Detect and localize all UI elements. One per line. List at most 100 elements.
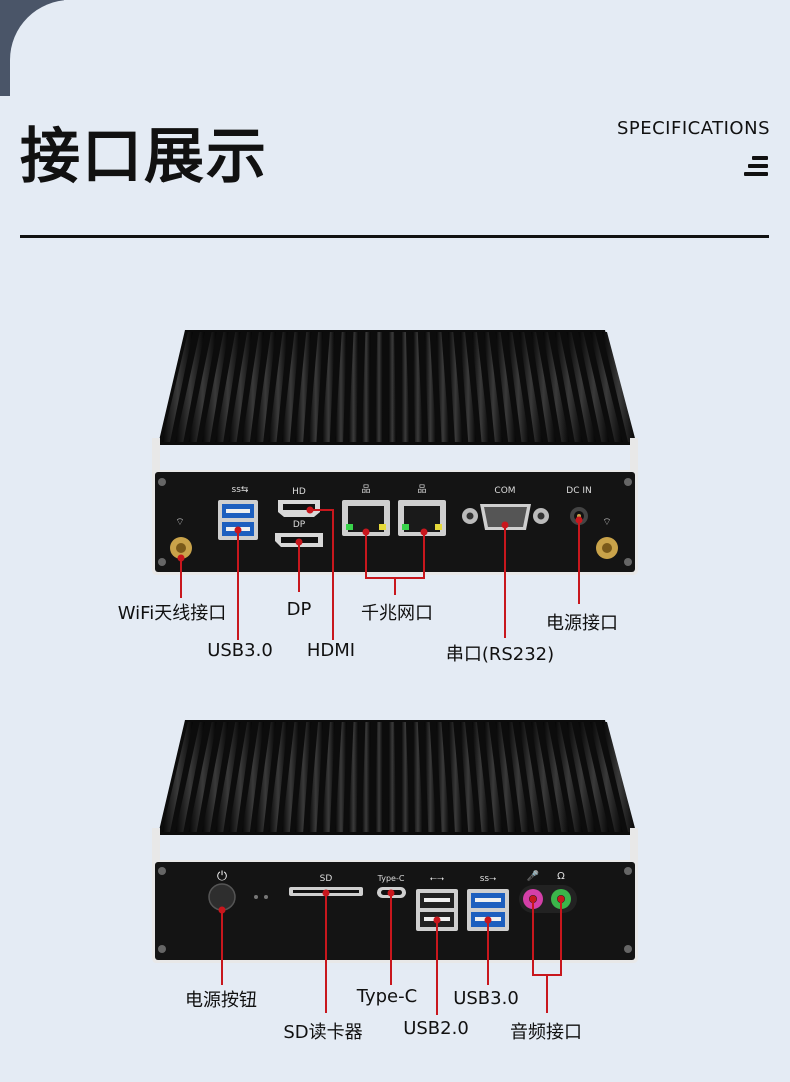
heatsink-fin bbox=[400, 722, 410, 832]
heatsink-fin bbox=[228, 722, 253, 832]
heatsink-fin bbox=[361, 722, 371, 832]
heatsink-fin bbox=[602, 332, 636, 442]
rear-com-port: COM bbox=[462, 486, 549, 530]
page-title: 接口展示 bbox=[20, 122, 268, 192]
label-rear-usb30: USB3.0 bbox=[207, 640, 273, 661]
rear-usb-mark: ss⇆ bbox=[232, 485, 249, 495]
svg-text:🎤: 🎤 bbox=[527, 869, 540, 882]
heatsink-fin bbox=[412, 722, 423, 832]
heatsink-fin bbox=[507, 722, 530, 832]
heatsink-fin bbox=[241, 722, 264, 832]
menu-icon[interactable] bbox=[744, 156, 768, 178]
heatsink-fin bbox=[215, 332, 241, 442]
heatsink-fin bbox=[201, 722, 229, 832]
heatsink-fin bbox=[460, 332, 477, 442]
heatsink-fin bbox=[188, 722, 217, 832]
heatsink-fin bbox=[321, 332, 335, 442]
hdmi-mark: HD bbox=[292, 487, 306, 497]
heatsink-fin bbox=[255, 722, 276, 832]
heatsink-fin bbox=[335, 722, 347, 832]
heatsink-fin bbox=[175, 332, 205, 442]
heatsink-fin bbox=[519, 722, 543, 832]
heatsink-fin bbox=[295, 332, 312, 442]
wifi-antenna-right: ⌔ bbox=[596, 517, 618, 559]
heatsink-fin bbox=[542, 332, 570, 442]
label-audio: 音频接口 bbox=[510, 1022, 582, 1043]
heatsink-fin bbox=[188, 332, 217, 442]
heatsink-fin bbox=[268, 722, 288, 832]
sd-mark: SD bbox=[320, 874, 333, 884]
label-dp: DP bbox=[286, 599, 312, 620]
heatsink-fin bbox=[495, 332, 517, 442]
rear-chassis bbox=[152, 438, 638, 575]
heatsink-fin bbox=[460, 722, 477, 832]
heatsink-fin bbox=[495, 722, 517, 832]
label-front-usb30: USB3.0 bbox=[453, 988, 519, 1009]
heatsink-fin bbox=[335, 332, 347, 442]
svg-text:品: 品 bbox=[417, 484, 426, 495]
title-divider bbox=[20, 235, 769, 238]
label-usb20: USB2.0 bbox=[403, 1018, 469, 1039]
heatsink-fin bbox=[400, 332, 410, 442]
svg-text:⭠⭢: ⭠⭢ bbox=[430, 874, 444, 884]
heatsink-fin bbox=[255, 332, 276, 442]
heatsink-fin bbox=[578, 722, 610, 832]
dp-mark: DP bbox=[293, 520, 306, 530]
label-typec: Type-C bbox=[356, 986, 418, 1007]
heatsink-fin bbox=[448, 332, 463, 442]
heatsink-fin bbox=[590, 332, 623, 442]
heatsink-fin bbox=[375, 722, 384, 832]
heatsink-fin bbox=[542, 722, 570, 832]
heatsink-fin bbox=[388, 722, 397, 832]
heatsink-fin bbox=[175, 722, 205, 832]
svg-text:⌔: ⌔ bbox=[175, 517, 184, 528]
com-mark: COM bbox=[494, 486, 515, 496]
rear-lan-port-1: 品 bbox=[342, 484, 390, 536]
label-wifi: WiFi天线接口 bbox=[117, 603, 227, 624]
heatsink-fin bbox=[412, 332, 423, 442]
heatsink-fin bbox=[424, 722, 437, 832]
heatsink-fin bbox=[162, 332, 193, 442]
page-subtitle: SPECIFICATIONS bbox=[616, 118, 770, 139]
dcin-mark: DC IN bbox=[566, 486, 591, 496]
heatsink-fin bbox=[295, 722, 312, 832]
heatsink-fin bbox=[483, 332, 503, 442]
wifi-antenna-left: ⌔ bbox=[170, 517, 192, 559]
heatsink-fin bbox=[436, 332, 450, 442]
front-typec-port: Type-C bbox=[377, 874, 406, 898]
typec-mark: Type-C bbox=[377, 874, 405, 883]
heatsink-fin bbox=[507, 332, 530, 442]
label-lan: 千兆网口 bbox=[361, 603, 433, 624]
heatsink-fin bbox=[268, 332, 288, 442]
heatsink-fin bbox=[321, 722, 335, 832]
heatsink-fin bbox=[281, 332, 300, 442]
svg-text:Ω: Ω bbox=[557, 871, 565, 882]
svg-text:ss⭢: ss⭢ bbox=[480, 874, 497, 884]
rear-leader-lines bbox=[177, 506, 583, 640]
svg-text:⏻: ⏻ bbox=[217, 869, 227, 884]
heatsink-fin bbox=[531, 332, 557, 442]
rear-device-illustration: ⌔ ⌔ ss⇆ HD DP 品 品 COM bbox=[152, 330, 638, 640]
front-heatsink bbox=[158, 720, 636, 835]
rear-lan-port-2: 品 bbox=[398, 484, 446, 536]
label-sd: SD读卡器 bbox=[283, 1022, 363, 1043]
heatsink-fin bbox=[554, 722, 583, 832]
heatsink-fin bbox=[361, 332, 371, 442]
label-hdmi: HDMI bbox=[306, 640, 356, 661]
label-dc: 电源接口 bbox=[546, 613, 618, 634]
heatsink-fin bbox=[215, 722, 241, 832]
heatsink-fin bbox=[471, 722, 490, 832]
heatsink-fin bbox=[566, 332, 597, 442]
heatsink-fin bbox=[348, 332, 359, 442]
heatsink-fin bbox=[388, 332, 397, 442]
svg-text:⌔: ⌔ bbox=[602, 517, 611, 528]
heatsink-fin bbox=[590, 722, 623, 832]
heatsink-fin bbox=[348, 722, 359, 832]
heatsink-fin bbox=[281, 722, 300, 832]
heatsink-fin bbox=[436, 722, 450, 832]
heatsink-fin bbox=[519, 332, 543, 442]
rear-heatsink bbox=[158, 330, 636, 445]
heatsink-fin bbox=[578, 332, 610, 442]
heatsink-fin bbox=[424, 332, 437, 442]
heatsink-fin bbox=[201, 332, 229, 442]
